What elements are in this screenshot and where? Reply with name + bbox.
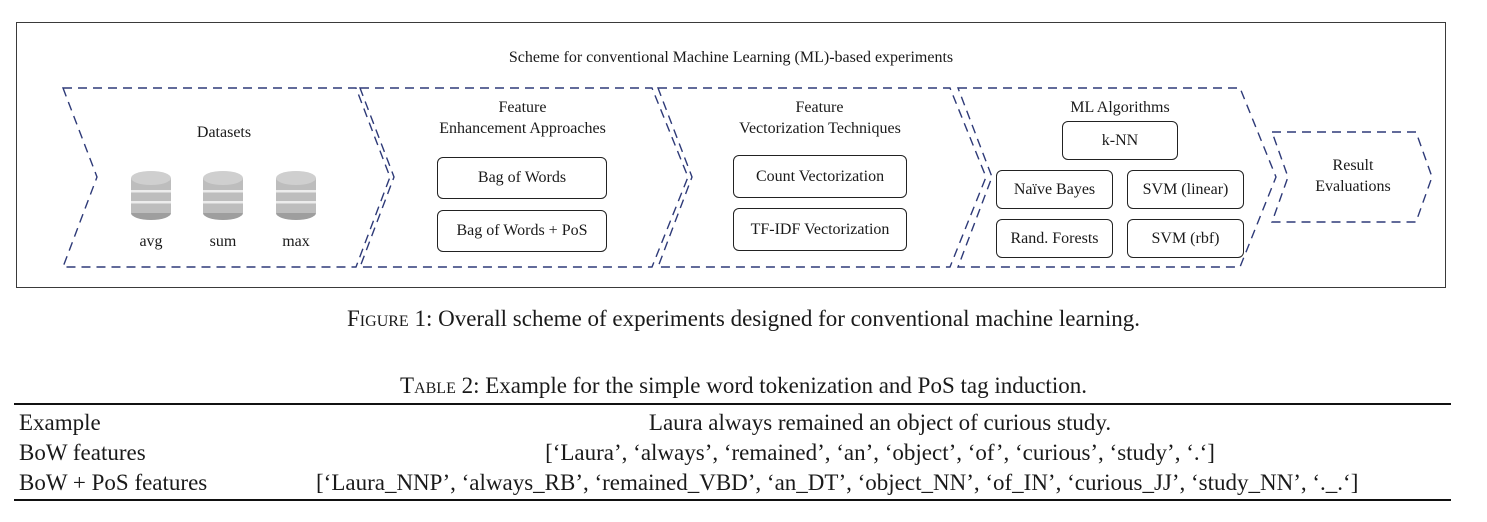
figure-title: Scheme for conventional Machine Learning… <box>508 49 954 66</box>
table-row-label: BoW features <box>19 440 146 465</box>
pipeline-chevrons <box>61 87 1433 268</box>
svm-linear-box: SVM (linear) <box>1127 170 1244 209</box>
datasets-label: Datasets <box>196 124 252 141</box>
table-row-label: BoW + PoS features <box>19 470 208 495</box>
chevron-vectorization <box>656 87 987 268</box>
table-top-rule <box>14 403 1451 405</box>
naive-bayes-box: Naïve Bayes <box>996 170 1113 209</box>
results-label-line2: Evaluations <box>1315 178 1391 195</box>
count-vectorization-box: Count Vectorization <box>733 155 907 198</box>
figure-caption-text: : Overall scheme of experiments designed… <box>425 306 1140 331</box>
figure-frame <box>16 22 1446 288</box>
database-label-max: max <box>282 233 310 250</box>
enhancement-label-line2: Enhancement Approaches <box>439 120 606 137</box>
svm-rbf-box: SVM (rbf) <box>1127 219 1244 258</box>
chevron-datasets <box>61 87 391 268</box>
results-label-line1: Result <box>1332 157 1374 174</box>
database-icon <box>131 171 171 220</box>
database-icon <box>276 171 316 220</box>
database-icon <box>203 171 243 220</box>
table-row-label: Example <box>19 410 101 435</box>
bag-of-words-pos-box: Bag of Words + PoS <box>437 210 607 252</box>
table-bottom-rule <box>14 499 1451 501</box>
table-row-value: [‘Laura’, ‘always’, ‘remained’, ‘an’, ‘o… <box>545 440 1215 465</box>
database-label-sum: sum <box>209 233 237 250</box>
knn-box: k-NN <box>1062 121 1178 160</box>
database-label-avg: avg <box>139 233 163 250</box>
figure-caption: Figure 1: Overall scheme of experiments … <box>0 305 1487 333</box>
enhancement-label-line1: Feature <box>498 99 547 116</box>
bag-of-words-box: Bag of Words <box>437 157 607 199</box>
vectorization-label-line2: Vectorization Techniques <box>739 120 901 137</box>
table-caption-prefix: Table 2 <box>400 373 474 398</box>
table-caption-text: : Example for the simple word tokenizati… <box>473 373 1087 398</box>
table-row-value: [‘Laura_NNP’, ‘always_RB’, ‘remained_VBD… <box>316 470 1359 495</box>
table-caption: Table 2: Example for the simple word tok… <box>0 372 1487 400</box>
vectorization-label-line1: Feature <box>795 99 844 116</box>
algorithms-label: ML Algorithms <box>1070 99 1170 116</box>
tfidf-vectorization-box: TF-IDF Vectorization <box>733 208 907 251</box>
table-row-value: Laura always remained an object of curio… <box>648 410 1112 435</box>
figure-caption-prefix: Figure 1 <box>347 306 426 331</box>
chevron-enhancement <box>358 87 689 268</box>
random-forests-box: Rand. Forests <box>996 219 1113 258</box>
chevron-results <box>1271 131 1433 223</box>
